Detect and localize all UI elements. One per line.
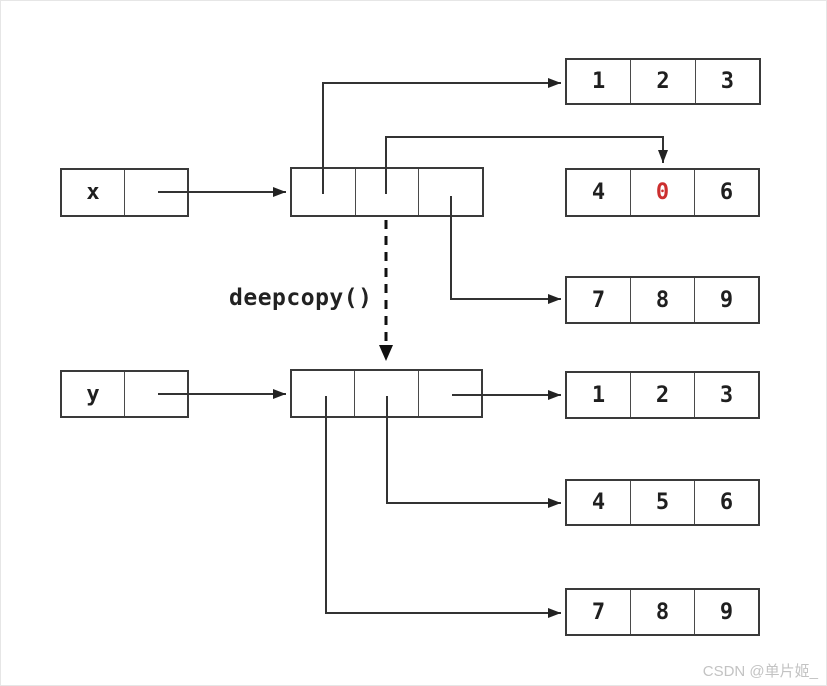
list-cell: 4	[591, 180, 606, 205]
list-cell: 7	[591, 599, 606, 625]
variable-y-box: y	[60, 370, 189, 418]
x-pointer-slot-0	[292, 169, 355, 215]
y-pointer-list	[290, 369, 483, 418]
list-cell: 3	[694, 373, 758, 417]
y-list-row3: 7 8 9	[565, 588, 760, 636]
variable-x-label: x	[86, 180, 100, 205]
variable-y-label: y	[86, 381, 100, 407]
list-cell: 4	[591, 490, 606, 515]
x-pointer-slot-1	[354, 169, 419, 215]
x-list-row1: 1 2 3	[565, 58, 761, 105]
list-cell: 3	[694, 60, 759, 103]
list-cell-highlighted: 0	[630, 170, 694, 215]
variable-x-pointer-slot	[124, 170, 187, 215]
list-cell: 9	[694, 278, 758, 322]
y-pointer-slot-2	[417, 371, 481, 416]
arrow-y-slot0-to-list789	[325, 396, 561, 618]
list-cell: 2	[630, 373, 694, 417]
y-list-row2: 4 5 6	[565, 479, 760, 526]
csdn-watermark: CSDN @单片姬_	[702, 663, 818, 680]
y-list-row1: 1 2 3	[565, 371, 760, 419]
x-pointer-slot-2	[418, 169, 482, 215]
list-cell: 6	[694, 170, 758, 215]
variable-y-pointer-slot	[124, 372, 187, 416]
y-pointer-slot-1	[354, 371, 417, 416]
deepcopy-label: deepcopy()	[229, 285, 373, 311]
list-cell: 8	[630, 278, 694, 322]
list-cell: 9	[694, 590, 758, 634]
list-cell: 2	[630, 60, 694, 103]
list-cell: 1	[591, 382, 606, 408]
x-pointer-list	[290, 167, 484, 217]
variable-x-box: x	[60, 168, 189, 217]
list-cell: 5	[630, 481, 694, 524]
list-cell: 7	[591, 287, 606, 313]
list-cell: 8	[630, 590, 694, 634]
x-list-row3: 7 8 9	[565, 276, 760, 324]
y-pointer-slot-0	[292, 371, 354, 416]
x-list-row2: 4 0 6	[565, 168, 760, 217]
list-cell: 6	[694, 481, 758, 524]
list-cell: 1	[592, 69, 606, 94]
